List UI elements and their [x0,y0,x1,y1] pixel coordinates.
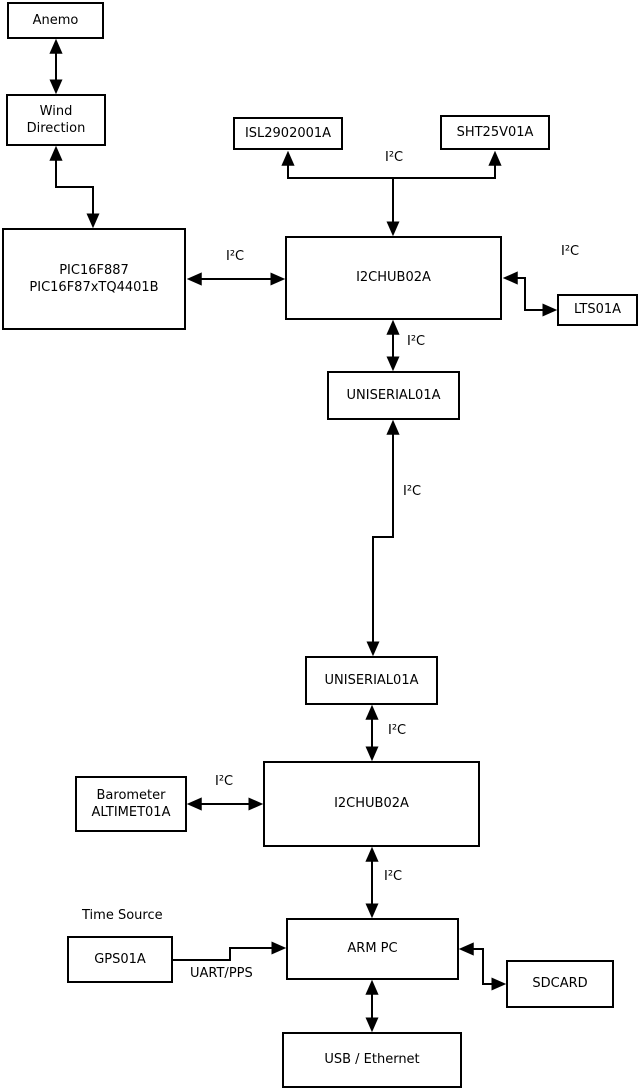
node-i2chub02a-top-label: I2CHUB02A [356,270,431,286]
edge-label-i2c-uniserial-link: I²C [403,484,422,499]
edge-gps-armpc [173,941,287,961]
node-usb-ethernet-label: USB / Ethernet [324,1052,420,1068]
edge-label-time-source: Time Source [82,908,163,923]
node-sdcard-label: SDCARD [532,976,588,992]
node-anemo-label: Anemo [32,12,79,28]
node-wind-direction-label-line1: Wind [39,103,73,119]
node-arm-pc: ARM PC [286,918,459,980]
node-pic16f887-label-line1: PIC16F887 [59,262,129,278]
edge-winddirection-pic [49,145,100,229]
node-i2chub02a-bottom: I2CHUB02A [263,761,480,847]
node-wind-direction: Wind Direction [6,94,106,146]
edge-label-i2c-uniserial-hub-bottom: I²C [388,723,407,738]
node-barometer-altimet01a: Barometer ALTIMET01A [75,776,187,832]
edge-uniserial-top-uniserial-bottom [366,419,400,657]
node-anemo: Anemo [7,2,104,39]
node-wind-direction-label-line2: Direction [26,121,86,136]
edge-label-i2c-sensor-branch: I²C [385,150,404,165]
node-uniserial01a-bottom-label: UNISERIAL01A [324,672,419,688]
node-sht25v01a-label: SHT25V01A [456,124,534,140]
edge-label-i2c-hub-lts: I²C [561,244,580,259]
edge-i2chub-top-lts [502,271,558,317]
node-gps01a-label: GPS01A [94,951,146,967]
node-sht25v01a: SHT25V01A [440,115,550,150]
edge-label-uart-pps: UART/PPS [190,966,253,981]
node-gps01a: GPS01A [67,936,173,983]
node-sdcard: SDCARD [506,960,614,1008]
edge-label-i2c-barometer-hub: I²C [215,774,234,789]
node-lts01a-label: LTS01A [573,302,622,318]
edge-armpc-sdcard [458,942,507,991]
edge-label-i2c-hub-uniserial-top: I²C [407,334,426,349]
node-isl2902001a: ISL2902001A [233,117,343,150]
node-lts01a: LTS01A [557,294,638,326]
node-i2chub02a-top: I2CHUB02A [285,236,502,320]
node-uniserial01a-top-label: UNISERIAL01A [346,387,441,403]
node-pic16f887-label-line2: PIC16F87xTQ4401B [29,280,159,295]
node-barometer-label-line2: ALTIMET01A [91,805,171,820]
node-uniserial01a-bottom: UNISERIAL01A [305,656,438,705]
node-uniserial01a-top: UNISERIAL01A [327,371,460,420]
edge-isl-sht-branch [281,150,502,179]
node-usb-ethernet: USB / Ethernet [282,1032,462,1088]
node-isl2902001a-label: ISL2902001A [244,125,332,141]
node-arm-pc-label: ARM PC [347,941,398,957]
node-barometer-label-line1: Barometer [96,787,166,803]
edge-label-i2c-hub-armpc: I²C [384,869,403,884]
edge-label-i2c-pic-hub: I²C [226,249,245,264]
node-i2chub02a-bottom-label: I2CHUB02A [334,796,409,812]
node-pic16f887: PIC16F887 PIC16F87xTQ4401B [2,228,186,330]
